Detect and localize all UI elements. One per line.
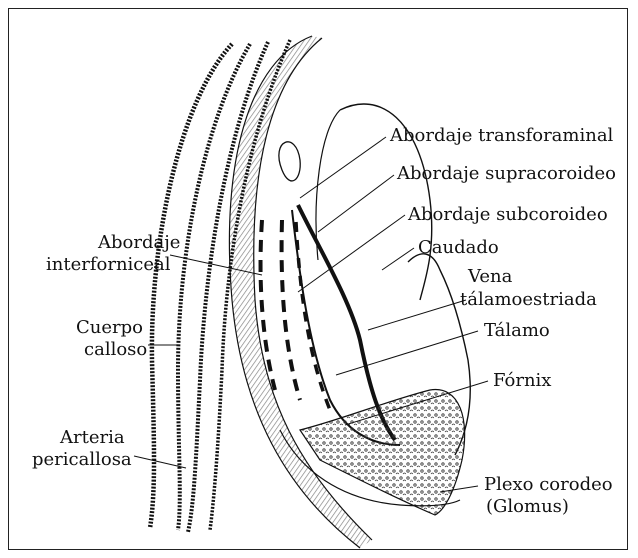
label-vena-line1: Vena <box>468 266 512 287</box>
label-arteria-line1: Arteria <box>60 427 125 448</box>
label-interforniceal-line2: interforniceal <box>46 254 171 275</box>
callosum-strand-1 <box>150 44 232 528</box>
leader-subcoroideo <box>298 215 405 292</box>
label-fornix: Fórnix <box>493 370 551 391</box>
label-cuerpo-line2: calloso <box>84 339 147 360</box>
label-plexo-line1: Plexo corodeo <box>484 474 613 495</box>
septum-loop <box>279 142 300 181</box>
label-plexo-line2: (Glomus) <box>486 496 569 517</box>
leader-talamo <box>336 331 478 375</box>
label-abordaje-subcoroideo: Abordaje subcoroideo <box>408 204 608 225</box>
approach-dash-3 <box>296 222 330 410</box>
label-vena-line2: tálamoestriada <box>460 289 597 310</box>
label-caudado: Caudado <box>418 237 499 258</box>
label-talamo: Tálamo <box>484 320 550 341</box>
label-abordaje-transforaminal: Abordaje transforaminal <box>390 125 613 146</box>
label-abordaje-supracoroideo: Abordaje supracoroideo <box>397 163 616 184</box>
ventricle-wall <box>316 110 340 260</box>
label-arteria-line2: pericallosa <box>32 449 132 470</box>
leader-supracoroideo <box>318 175 394 232</box>
leader-vena <box>368 300 466 330</box>
label-cuerpo-line1: Cuerpo <box>76 317 143 338</box>
label-interforniceal-line1: Abordaje <box>98 232 180 253</box>
leader-caudado <box>382 248 414 270</box>
leader-transforaminal <box>300 137 386 198</box>
